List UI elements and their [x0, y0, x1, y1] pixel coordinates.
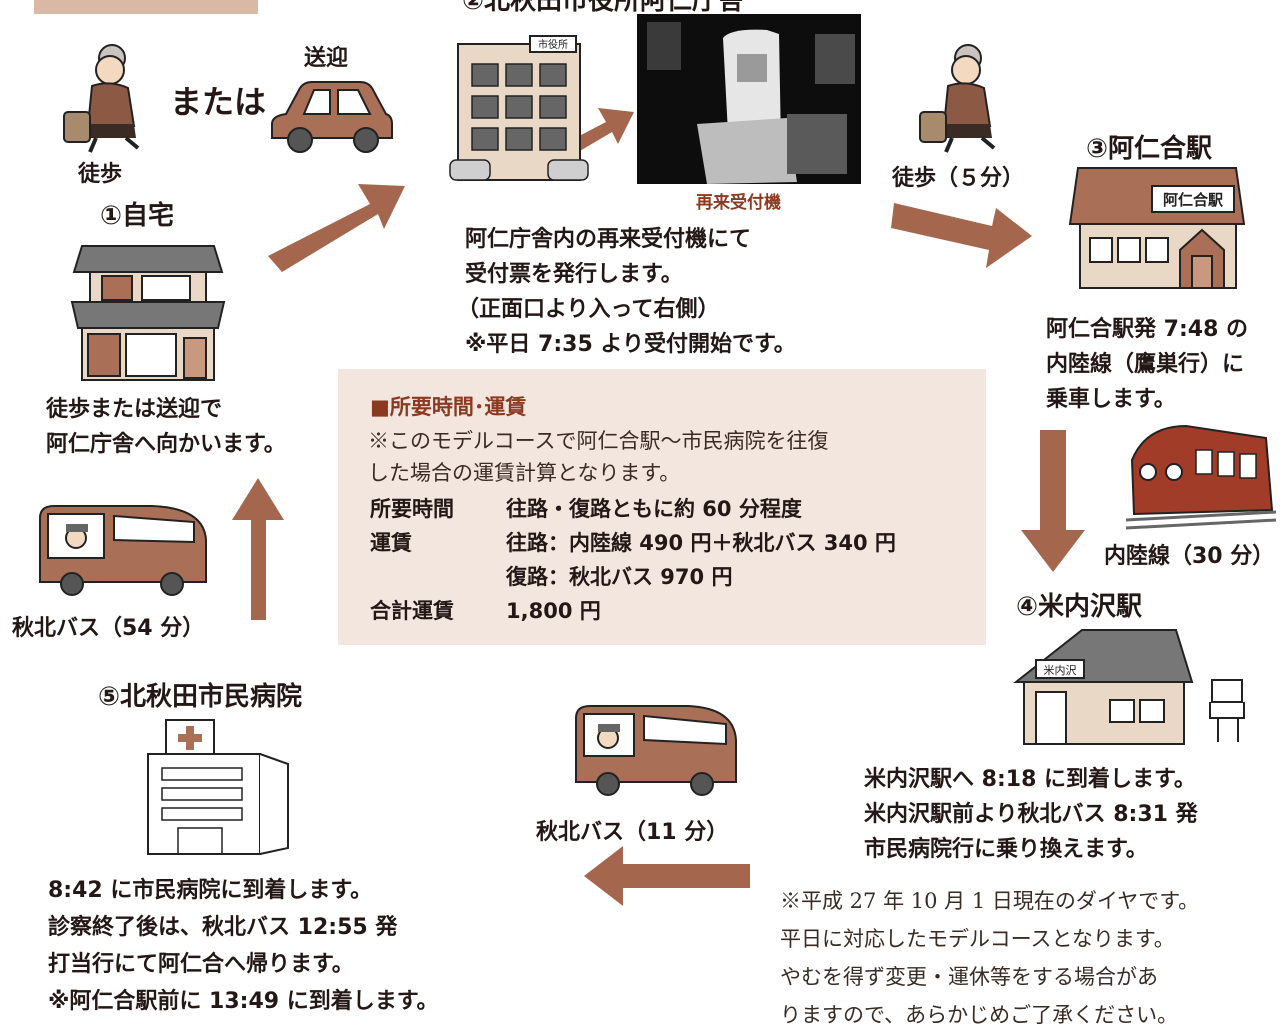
step4-line: 市民病院行に乗り換えます。	[864, 837, 1148, 862]
time-label: 所要時間	[370, 497, 454, 521]
step2-line: （正面口より入って右側）	[457, 297, 720, 322]
bus-icon	[575, 705, 737, 796]
kiosk-caption: 再来受付機	[696, 193, 781, 213]
station4-sign: 米内沢	[1044, 663, 1077, 677]
step3-line: 阿仁合駅発 7:48 の	[1046, 317, 1249, 342]
time-value: 往路・復路ともに約 60 分程度	[506, 497, 802, 521]
step3-title: ③阿仁合駅	[1086, 134, 1213, 164]
arrow-icon	[268, 184, 405, 272]
section-tag	[34, 0, 258, 14]
bus54-label: 秋北バス（54 分）	[12, 616, 205, 641]
step2-heading: ②北秋田市役所阿仁庁舎	[462, 0, 745, 16]
station-icon: 阿仁合駅	[1068, 167, 1246, 289]
bus11-label: 秋北バス（11 分）	[536, 820, 729, 845]
step3-line: 内陸線（鷹巣行）に	[1046, 352, 1245, 377]
fare-out: 往路：内陸線 490 円＋秋北バス 340 円	[506, 531, 896, 555]
step1-title: ①自宅	[100, 201, 175, 231]
kiosk-photo	[637, 14, 861, 184]
step4-line: 米内沢駅へ 8:18 に到着します。	[864, 767, 1196, 792]
step5-line: 打当行にて阿仁合へ帰ります。	[48, 952, 354, 977]
mode-walk-label: 徒歩	[78, 162, 123, 187]
total-value: 1,800 円	[506, 599, 601, 623]
mode-or-label: または	[170, 83, 267, 121]
mode-pickup-label: 送迎	[304, 46, 349, 71]
step3-line: 乗車します。	[1046, 387, 1176, 412]
step5-line: ※阿仁合駅前に 13:49 に到着します。	[48, 989, 439, 1014]
step4-line: 米内沢駅前より秋北バス 8:31 発	[864, 802, 1198, 827]
footnote-line: ※平成 27 年 10 月 1 日現在のダイヤです。	[780, 889, 1200, 913]
footnote-line: りますので、あらかじめご了承ください。	[780, 1003, 1179, 1027]
arrow-icon	[232, 478, 284, 620]
info-title: ■所要時間･運賃	[370, 395, 527, 419]
step2-line: ※平日 7:35 より受付開始です。	[465, 332, 796, 357]
fare-label: 運賃	[370, 531, 412, 555]
total-label: 合計運賃	[370, 599, 454, 623]
walk5-label: 徒歩（５分）	[892, 166, 1025, 191]
step2-line: 阿仁庁舎内の再来受付機にて	[465, 227, 752, 252]
step2-line: 受付票を発行します。	[465, 262, 683, 287]
city-hall-icon: 市役所	[449, 35, 589, 181]
walking-person-icon	[919, 44, 996, 153]
car-icon	[271, 81, 393, 153]
step5-line: 診察終了後は、秋北バス 12:55 発	[48, 915, 398, 940]
station-icon: 米内沢	[1013, 629, 1245, 745]
fare-info-box: ■所要時間･運賃 ※このモデルコースで阿仁合駅～市民病院を往復 した場合の運賃計…	[338, 369, 986, 645]
step1-line: 阿仁庁舎へ向かいます。	[46, 432, 286, 457]
step4-title: ④米内沢駅	[1016, 592, 1143, 622]
info-note-line: ※このモデルコースで阿仁合駅～市民病院を往復	[368, 429, 829, 453]
step5-title: ⑤北秋田市民病院	[98, 682, 303, 712]
step5-line: 8:42 に市民病院に到着します。	[48, 878, 373, 903]
train-icon	[1125, 424, 1277, 530]
house-icon	[70, 245, 226, 381]
info-note-line: した場合の運賃計算となります。	[368, 461, 681, 485]
fare-back: 復路：秋北バス 970 円	[506, 565, 733, 589]
city-hall-sign: 市役所	[538, 38, 568, 51]
train-label: 内陸線（30 分）	[1104, 544, 1275, 569]
bus-icon	[39, 505, 207, 596]
step1-line: 徒歩または送迎で	[46, 397, 223, 422]
footnote-line: やむを得ず変更・運休等をする場合があ	[780, 965, 1158, 989]
arrow-icon	[891, 203, 1032, 268]
walking-person-icon	[63, 44, 140, 153]
arrow-icon	[584, 846, 750, 906]
station3-sign: 阿仁合駅	[1163, 191, 1224, 209]
hospital-icon	[147, 719, 289, 855]
footnote-line: 平日に対応したモデルコースとなります。	[780, 927, 1175, 951]
arrow-icon	[1021, 430, 1085, 572]
